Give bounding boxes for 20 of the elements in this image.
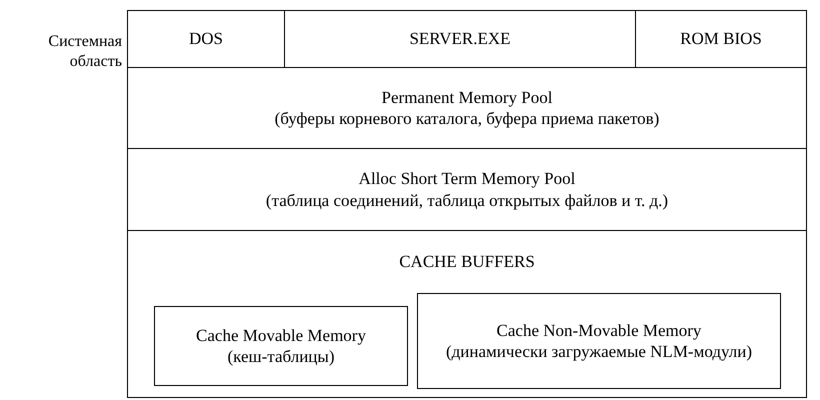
block-description: (кеш-таблицы) [228, 346, 334, 368]
memory-block [154, 306, 408, 386]
block-title: SERVER.EXE [409, 28, 511, 50]
block-title: Cache Non-Movable Memory [496, 320, 702, 341]
block-description: (буферы корневого каталога, буфера приема пакетов) [274, 108, 660, 130]
region-label: Системная область [47, 32, 122, 72]
block-title: Permanent Memory Pool [382, 86, 552, 108]
memory-block [127, 148, 807, 231]
block-description: (таблица соединений, таблица открытых файлов и т. д.) [266, 190, 668, 211]
block-description: (динамически загружаемые NLM-модули) [446, 341, 752, 362]
memory-block [127, 67, 807, 149]
memory-region [127, 230, 807, 398]
memory-block [417, 293, 781, 389]
memory-block [127, 10, 285, 68]
block-title: Alloc Short Term Memory Pool [358, 168, 576, 190]
block-title: Cache Movable Memory [196, 324, 366, 346]
memory-block [635, 10, 807, 68]
block-title: CACHE BUFFERS [399, 251, 535, 272]
block-title: ROM BIOS [680, 28, 762, 50]
block-title: DOS [188, 28, 223, 50]
